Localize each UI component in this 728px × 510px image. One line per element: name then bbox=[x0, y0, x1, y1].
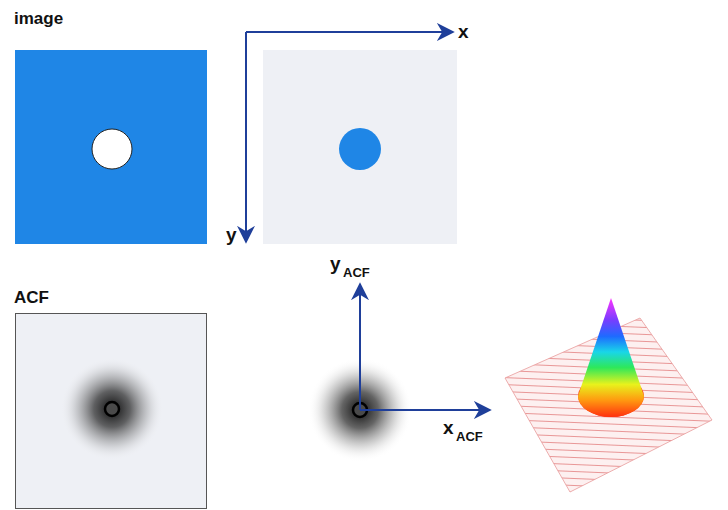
axis-label: x bbox=[443, 418, 454, 437]
cone-surface bbox=[578, 298, 644, 417]
grid-line bbox=[490, 419, 728, 429]
grid-line bbox=[490, 496, 728, 506]
axis-subscript: ACF bbox=[343, 266, 370, 279]
y-axis bbox=[245, 32, 247, 242]
acf-peak bbox=[105, 402, 119, 416]
acf-panel bbox=[16, 314, 207, 509]
disc-circle bbox=[339, 128, 381, 170]
x-axis bbox=[246, 31, 453, 33]
image-panel bbox=[15, 50, 207, 244]
grid-line bbox=[490, 475, 728, 485]
grid-line bbox=[490, 482, 728, 492]
x-acf-axis bbox=[360, 409, 490, 411]
grid-line bbox=[490, 468, 728, 478]
hole-circle bbox=[92, 129, 132, 169]
panel-title: ACF bbox=[14, 289, 49, 306]
grid-line bbox=[490, 426, 728, 436]
grid-line bbox=[490, 447, 728, 457]
grid-line bbox=[490, 433, 728, 443]
y-acf-axis bbox=[359, 284, 361, 410]
panel-title: image bbox=[14, 10, 63, 27]
grid-line bbox=[490, 503, 728, 510]
grid-line bbox=[490, 461, 728, 471]
image-panel bbox=[263, 50, 457, 244]
axis-label: y bbox=[226, 225, 237, 244]
axis-label: x bbox=[458, 22, 469, 41]
axis-subscript: ACF bbox=[456, 430, 483, 443]
axis-label: y bbox=[330, 254, 341, 273]
acf-blur bbox=[60, 357, 164, 461]
grid-line bbox=[490, 454, 728, 464]
grid-line bbox=[490, 489, 728, 499]
grid-line bbox=[490, 440, 728, 450]
